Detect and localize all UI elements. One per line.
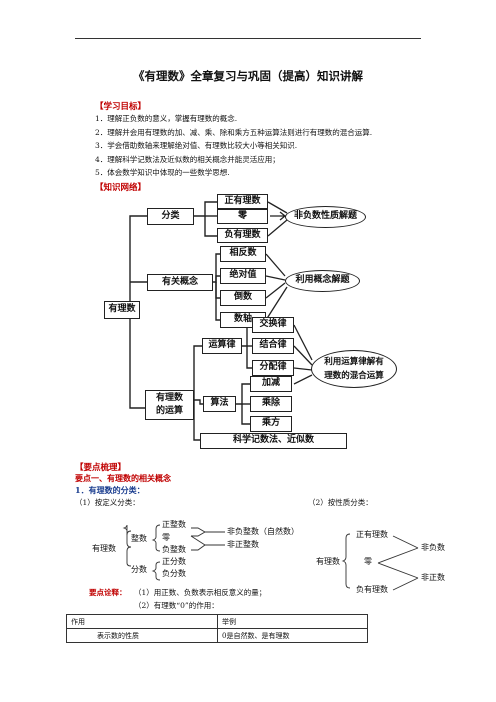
mindmap-node: 绝对值	[220, 268, 266, 284]
def-node: 正分数	[162, 557, 186, 566]
objective-item: 3．学会借助数轴来理解绝对值、有理数比较大小等相关知识.	[95, 141, 298, 150]
mindmap-branch-concepts: 有关概念	[147, 274, 213, 291]
def-root: 有理数	[92, 544, 116, 553]
table-cell: 0是自然数、是有理数	[217, 628, 368, 643]
branch-label-line: 有理数	[155, 393, 183, 403]
objective-item: 1．理解正负数的意义，掌握有理数的概念.	[95, 114, 238, 123]
mindmap-branch-operations: 有理数 的运算	[145, 390, 194, 420]
prop-root: 有理数	[316, 557, 340, 566]
table-header-cell: 作用	[65, 614, 219, 629]
table-header-cell: 举例	[217, 614, 368, 629]
mindmap-branch-classification: 分类	[147, 208, 194, 225]
table-cell: 表示数的性质	[65, 628, 219, 643]
note-item: （2）有理数“0”的作用：	[134, 601, 219, 610]
subsection-heading: 1．有理数的分类：	[75, 485, 145, 495]
prop-node: 负有理数	[356, 585, 388, 594]
objective-item: 2．理解并会用有理数的加、减、乘、除和乘方五种运算法则进行有理数的混合运算.	[95, 127, 373, 137]
mindmap-node: 结合律	[252, 338, 294, 354]
def-nonneg: 非负整数（自然数）	[227, 527, 299, 536]
def-fraction: 分数	[131, 565, 147, 574]
mindmap-root: 有理数	[104, 301, 140, 319]
def-nonpos: 非正整数	[227, 540, 259, 549]
mindmap-node: 正有理数	[217, 194, 268, 209]
mindmap-node: 负有理数	[217, 228, 268, 243]
objectives-list: 1．理解正负数的意义，掌握有理数的概念. 2．理解并会用有理数的加、减、乘、除和…	[95, 112, 372, 180]
mindmap-node: 乘方	[250, 416, 292, 432]
def-integer: 整数	[131, 534, 147, 543]
class-prop-label: （2）按性质分类：	[308, 498, 373, 507]
def-node: 正整数	[162, 520, 186, 529]
table-row: 表示数的性质 0是自然数、是有理数	[65, 628, 368, 643]
objective-item: 5．体会数学知识中体现的一些数学思想.	[95, 168, 230, 177]
prop-nonneg: 非负数	[421, 543, 445, 552]
table-header-row: 作用 举例	[65, 614, 368, 629]
note-label: 要点诠释：	[89, 588, 127, 597]
mindmap-node: 加减	[250, 376, 292, 392]
branch-label-line: 的运算	[155, 406, 183, 416]
mindmap-result: 利用概念解题	[285, 270, 360, 292]
mindmap-node: 相反数	[220, 246, 266, 262]
mindmap-node-laws: 运算律	[202, 338, 242, 354]
result-line: 利用运算律解有	[324, 357, 384, 367]
mindmap-node: 零	[217, 209, 268, 224]
mindmap-node-algorithms: 算法	[203, 396, 236, 412]
mindmap-result: 利用运算律解有 理数的混合运算	[311, 350, 397, 388]
note-item: （1）用正数、负数表示相反意义的量；	[134, 588, 267, 597]
mindmap-node: 乘除	[250, 396, 292, 412]
prop-node: 正有理数	[356, 530, 388, 539]
def-node: 零	[162, 533, 170, 542]
class-def-label: （1）按定义分类：	[75, 498, 140, 507]
mindmap-result: 非负数性质解题	[285, 206, 366, 228]
result-line: 理数的混合运算	[324, 371, 384, 381]
prop-nonpos: 非正数	[421, 573, 445, 582]
mindmap-node: 倒数	[220, 290, 266, 306]
network-header: 【知识网络】	[95, 183, 147, 193]
def-node: 负分数	[162, 569, 186, 578]
zero-role-table: 作用 举例 表示数的性质 0是自然数、是有理数	[65, 614, 368, 643]
mindmap-node-scientific: 科学记数法、近似数	[200, 433, 347, 449]
section-heading: 要点一、有理数的相关概念	[75, 473, 171, 483]
header-rule	[75, 38, 421, 39]
points-header: 【要点梳理】	[75, 463, 127, 473]
page-title: 《有理数》全章复习与巩固（提高）知识讲解	[133, 69, 363, 83]
def-node: 负整数	[162, 545, 186, 554]
objective-item: 4．理解科学记数法及近似数的相关概念并能灵活应用；	[95, 154, 280, 164]
objectives-header: 【学习目标】	[95, 102, 147, 112]
mindmap-node: 分配律	[252, 360, 294, 376]
mindmap-node: 交换律	[252, 317, 294, 333]
prop-node: 零	[364, 557, 372, 566]
